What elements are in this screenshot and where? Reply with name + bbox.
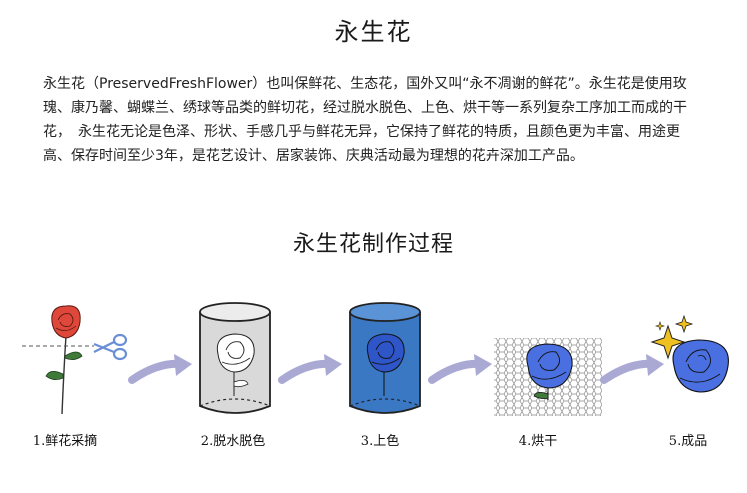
step-picking bbox=[20, 296, 140, 426]
step-label-finished: 5.成品 bbox=[668, 434, 708, 449]
arrow-right-icon bbox=[128, 354, 192, 384]
rose-on-drying-mesh-icon bbox=[494, 338, 602, 416]
arrow-right-icon bbox=[278, 354, 342, 384]
step-label-picking: 1.鲜花采摘 bbox=[32, 434, 98, 449]
step-finished bbox=[640, 296, 747, 426]
step-label-dehydrate: 2.脱水脱色 bbox=[200, 434, 266, 449]
step-dehydrate bbox=[190, 296, 310, 426]
page-title: 永生花 bbox=[334, 18, 413, 46]
arrow-right-icon bbox=[600, 354, 664, 384]
step-label-dry: 4.烘干 bbox=[518, 434, 558, 449]
step-dye bbox=[340, 296, 460, 426]
arrow-right-icon bbox=[428, 354, 492, 384]
rose-with-scissors-icon bbox=[22, 305, 128, 415]
finished-blue-rose-icon bbox=[650, 314, 729, 393]
step-dry bbox=[490, 296, 610, 426]
dyed-rose-in-cylinder-icon bbox=[349, 302, 421, 414]
process-title: 永生花制作过程 bbox=[292, 232, 454, 257]
step-label-dye: 3.上色 bbox=[360, 434, 400, 449]
intro-paragraph: 永生花（PreservedFreshFlower）也叫保鲜花、生态花，国外又叫“… bbox=[43, 76, 687, 164]
white-rose-in-cylinder-icon bbox=[199, 302, 271, 414]
